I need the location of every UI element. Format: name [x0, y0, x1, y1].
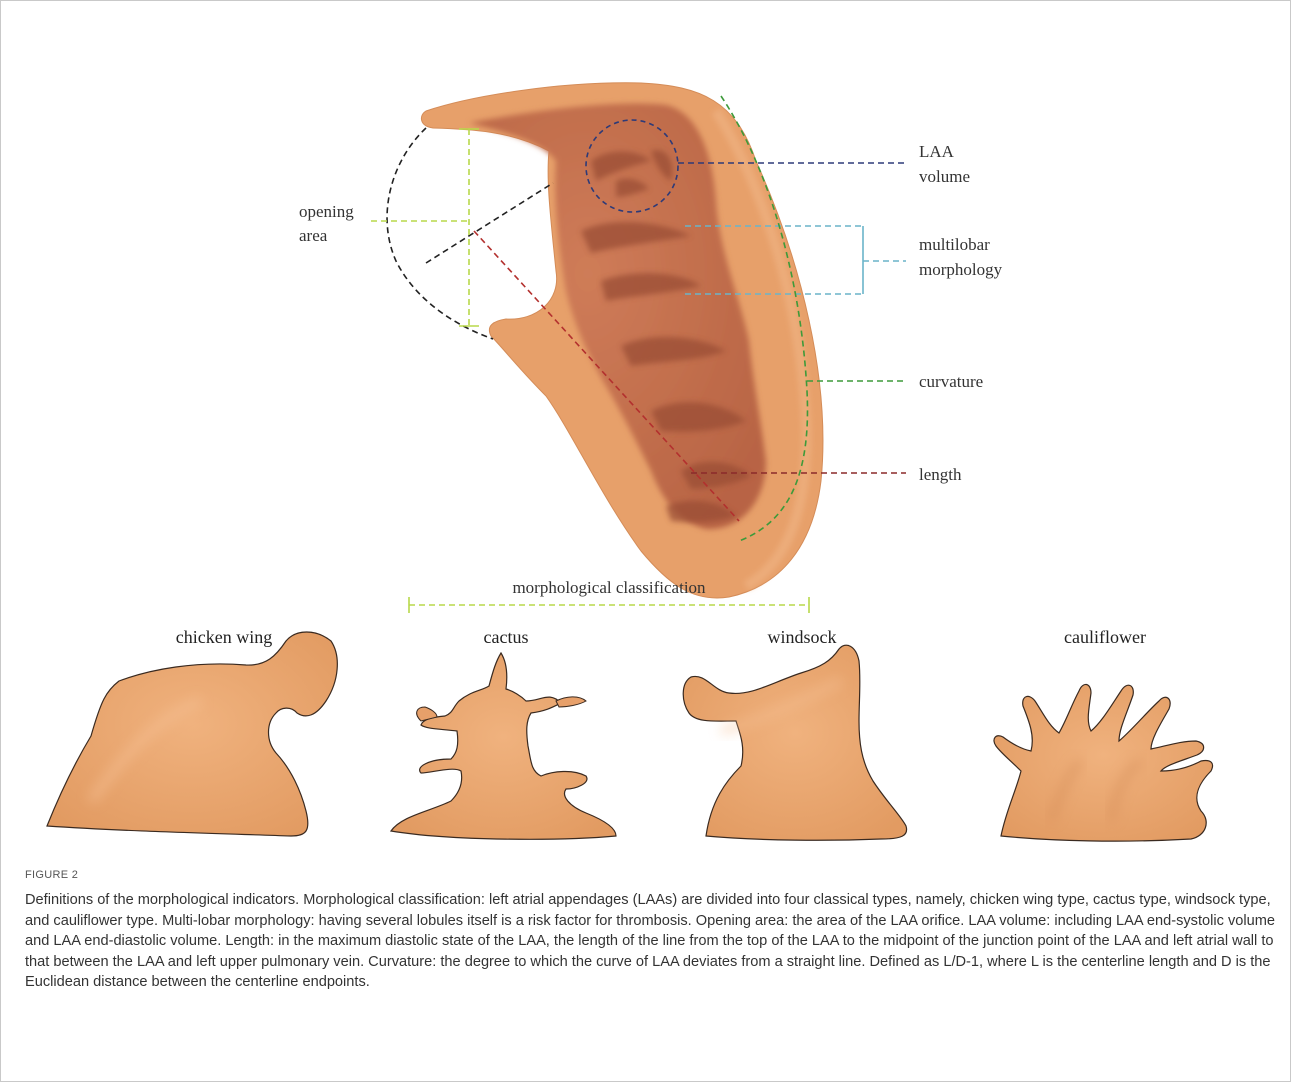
opening-area-guide	[371, 128, 553, 339]
type-label-cactus: cactus	[484, 627, 529, 647]
type-label-cauliflower: cauliflower	[1064, 627, 1146, 647]
figure-illustration: opening area LAA volume multilobar morph…	[1, 1, 1292, 861]
laa-main-shape	[421, 83, 823, 598]
chicken-wing-shape	[47, 632, 337, 836]
label-morphological-classification: morphological classification	[512, 578, 706, 597]
label-laa-volume-line2: volume	[919, 167, 970, 186]
label-length: length	[919, 465, 962, 484]
figure-caption: Definitions of the morphological indicat…	[25, 890, 1277, 993]
label-opening-area-line1: opening	[299, 202, 354, 221]
type-label-chicken-wing: chicken wing	[176, 627, 272, 647]
label-multilobar-line2: morphology	[919, 260, 1003, 279]
windsock-shape	[683, 645, 906, 840]
type-label-windsock: windsock	[768, 627, 837, 647]
classification-bracket	[409, 597, 809, 613]
figure-number: FIGURE 2	[25, 869, 78, 881]
label-laa-volume-line1: LAA	[919, 142, 955, 161]
label-multilobar-line1: multilobar	[919, 235, 990, 254]
label-curvature: curvature	[919, 372, 983, 391]
cauliflower-shape	[994, 684, 1213, 841]
cactus-shape	[391, 653, 616, 839]
label-opening-area-line2: area	[299, 226, 328, 245]
